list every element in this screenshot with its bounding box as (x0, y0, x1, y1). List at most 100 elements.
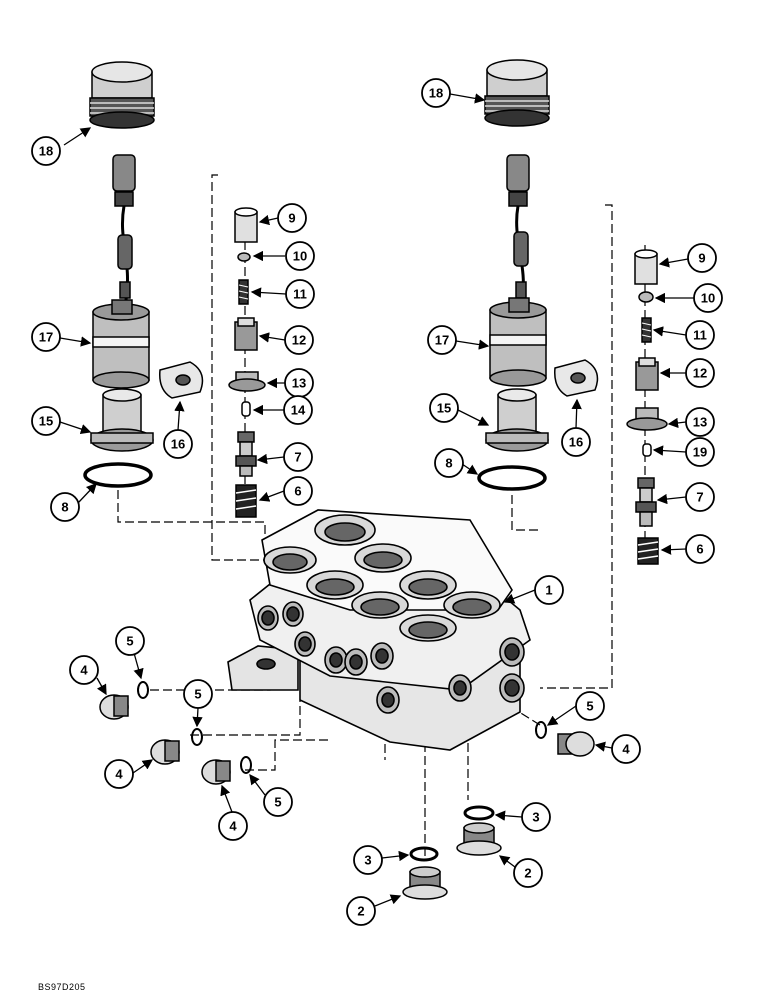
svg-text:14: 14 (291, 403, 306, 418)
o-ring-lower-left (409, 846, 439, 862)
callout-4a: 4 (69, 655, 99, 685)
plug-4 (557, 731, 595, 757)
fittings (99, 681, 595, 900)
svg-text:2: 2 (357, 904, 364, 919)
callout-8b: 8 (434, 448, 464, 478)
svg-text:11: 11 (293, 287, 307, 302)
callout-19: 19 (685, 437, 715, 467)
svg-text:8: 8 (445, 456, 452, 471)
plug-1 (99, 694, 129, 720)
solenoid-wire-left (112, 154, 136, 301)
callout-1: 1 (534, 575, 564, 605)
callout-13: 13 (284, 368, 314, 398)
washer-left (237, 252, 251, 262)
svg-text:6: 6 (696, 542, 703, 557)
callout-10: 10 (285, 241, 315, 271)
valve-body-bores (263, 514, 501, 642)
callout-11: 11 (285, 279, 315, 309)
mounting-plate-left (159, 361, 204, 399)
o-ring-right (477, 465, 547, 491)
callouts: 18 9 10 11 12 13 14 7 6 17 15 8 16 18 9 … (31, 78, 723, 926)
left-solenoid-assembly (83, 61, 204, 488)
svg-text:19: 19 (693, 445, 707, 460)
plug-3 (201, 759, 231, 785)
callout-14: 14 (283, 395, 313, 425)
callout-5b: 5 (183, 679, 213, 709)
bottom-plug-left (402, 866, 448, 900)
svg-text:12: 12 (292, 333, 306, 348)
callout-5c: 5 (263, 787, 293, 817)
svg-text:16: 16 (171, 437, 185, 452)
callout-18: 18 (31, 136, 61, 166)
solenoid-nut-right (484, 59, 550, 127)
flange-right (626, 407, 668, 431)
sleeve-left (234, 207, 258, 243)
svg-text:3: 3 (364, 853, 371, 868)
svg-text:12: 12 (693, 366, 707, 381)
callout-16: 16 (163, 429, 193, 459)
callout-15: 15 (31, 406, 61, 436)
leader-lines (59, 93, 694, 907)
callout-9b: 9 (687, 243, 717, 273)
svg-text:5: 5 (194, 687, 201, 702)
solenoid-wire-right (506, 154, 530, 301)
callout-2a: 2 (513, 858, 543, 888)
svg-text:6: 6 (294, 484, 301, 499)
svg-text:2: 2 (524, 866, 531, 881)
svg-text:9: 9 (288, 211, 295, 226)
callout-2b: 2 (346, 896, 376, 926)
svg-text:4: 4 (80, 663, 88, 678)
plunger-right (635, 357, 659, 391)
small-spring-left (238, 279, 249, 305)
svg-text:13: 13 (292, 376, 306, 391)
callout-10b: 10 (693, 283, 723, 313)
svg-text:18: 18 (39, 144, 53, 159)
callout-11b: 11 (685, 320, 715, 350)
callout-3b: 3 (353, 845, 383, 875)
callout-18b: 18 (421, 78, 451, 108)
seal-3 (240, 756, 252, 774)
svg-text:9: 9 (698, 251, 705, 266)
plunger-left (234, 317, 258, 351)
svg-text:5: 5 (274, 795, 281, 810)
callout-15b: 15 (429, 393, 459, 423)
svg-text:17: 17 (39, 330, 53, 345)
bottom-plug-right (456, 822, 502, 856)
svg-text:16: 16 (569, 435, 583, 450)
spring-left (235, 484, 257, 518)
callout-6: 6 (283, 476, 313, 506)
o-ring-left (83, 462, 153, 488)
svg-text:5: 5 (586, 699, 593, 714)
right-solenoid-assembly (477, 59, 599, 491)
figure-reference-code: BS97D205 (38, 982, 86, 992)
spring-right (637, 537, 659, 565)
pin-left (241, 401, 251, 417)
small-spring-right (641, 317, 652, 343)
pin-right (642, 443, 652, 457)
svg-text:15: 15 (39, 414, 53, 429)
callout-16b: 16 (561, 427, 591, 457)
spool-right (635, 477, 657, 527)
svg-text:10: 10 (293, 249, 307, 264)
svg-text:4: 4 (115, 767, 123, 782)
washer-right (638, 291, 654, 303)
svg-text:7: 7 (294, 450, 301, 465)
svg-text:15: 15 (437, 401, 451, 416)
callout-7: 7 (283, 442, 313, 472)
mounting-plate-right (554, 359, 599, 397)
callout-5d: 5 (575, 691, 605, 721)
solenoid-coil-left (92, 299, 150, 389)
svg-text:17: 17 (435, 333, 449, 348)
callout-8: 8 (50, 492, 80, 522)
valve-cartridge-left (90, 388, 154, 452)
callout-7b: 7 (685, 482, 715, 512)
callout-17: 17 (31, 322, 61, 352)
valve-body (227, 509, 531, 751)
svg-text:5: 5 (126, 634, 133, 649)
left-valve-parts (228, 207, 266, 518)
callout-5a: 5 (115, 626, 145, 656)
callout-12b: 12 (685, 358, 715, 388)
callout-13b: 13 (685, 407, 715, 437)
flange-left (228, 371, 266, 392)
